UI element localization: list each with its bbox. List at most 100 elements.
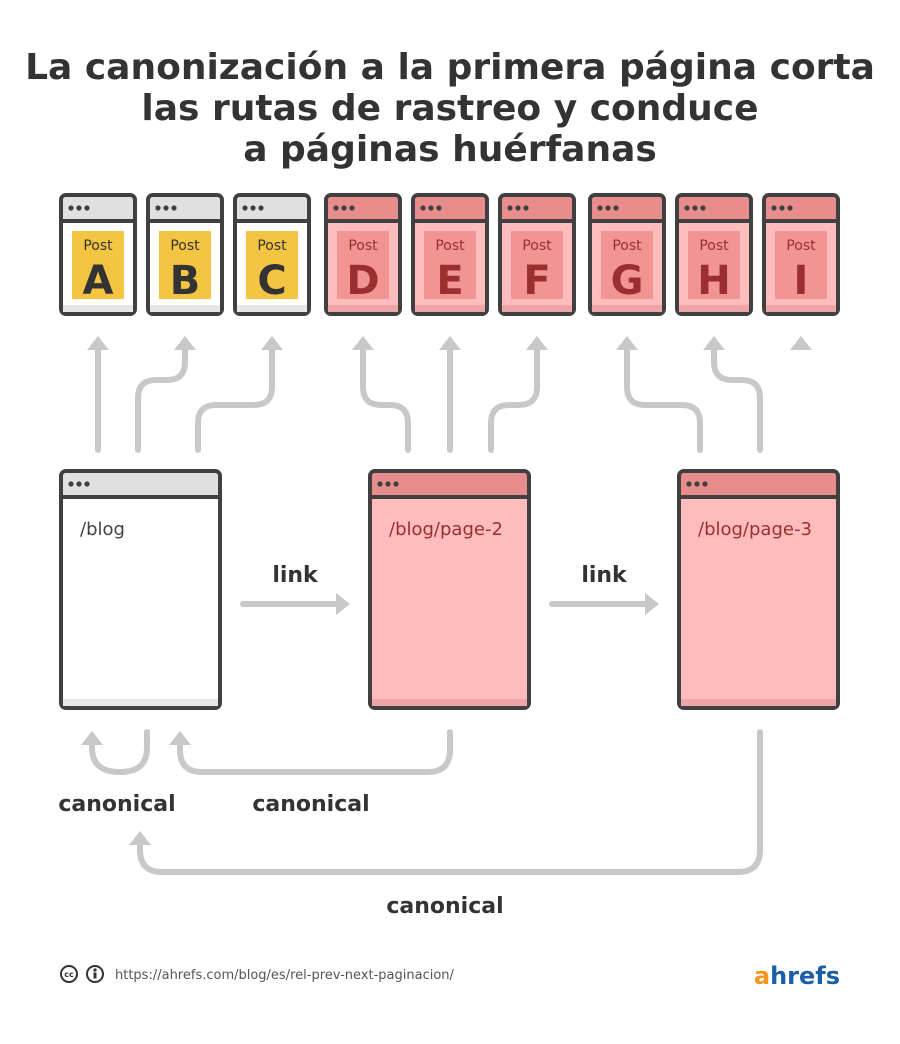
window-dot-icon	[155, 205, 161, 211]
post-label: Post	[83, 238, 113, 254]
link-label: link	[272, 563, 319, 588]
window-dot-icon	[84, 205, 90, 211]
arrowhead-icon	[261, 336, 283, 350]
post-letter: I	[794, 258, 809, 304]
post-letter: F	[523, 258, 550, 304]
link-label: link	[581, 563, 628, 588]
window-dot-icon	[436, 205, 442, 211]
crawl-arrow	[135, 347, 188, 453]
window-dot-icon	[597, 205, 603, 211]
svg-text:cc: cc	[64, 970, 74, 979]
window-dot-icon	[702, 481, 708, 487]
source-url[interactable]: https://ahrefs.com/blog/es/rel-prev-next…	[115, 968, 455, 983]
window-dot-icon	[694, 481, 700, 487]
crawl-arrow	[360, 347, 411, 453]
arrowhead-icon	[336, 593, 350, 615]
post-letter: D	[346, 258, 379, 304]
window-dot-icon	[250, 205, 256, 211]
window-dot-icon	[333, 205, 339, 211]
page-url: /blog/page-2	[389, 519, 503, 540]
window-dot-icon	[428, 205, 434, 211]
post-label: Post	[435, 238, 465, 254]
canonical-label: canonical	[58, 792, 175, 817]
window-dot-icon	[76, 481, 82, 487]
post-label: Post	[699, 238, 729, 254]
arrowhead-icon	[616, 336, 638, 350]
window-dot-icon	[686, 481, 692, 487]
window-dot-icon	[613, 205, 619, 211]
window-dot-icon	[420, 205, 426, 211]
window-dot-icon	[692, 205, 698, 211]
window-dot-icon	[507, 205, 513, 211]
title-line-1: La canonización a la primera página cort…	[25, 47, 875, 88]
page-window-3[interactable]: /blog/page-3	[677, 469, 840, 710]
canonical-label: canonical	[252, 792, 369, 817]
post-letter: C	[257, 258, 286, 304]
window-dot-icon	[258, 205, 264, 211]
post-label: Post	[522, 238, 552, 254]
post-label: Post	[348, 238, 378, 254]
arrowhead-icon	[352, 336, 374, 350]
arrowhead-icon	[81, 731, 103, 745]
cc-icon: cc	[60, 965, 78, 983]
window-dot-icon	[163, 205, 169, 211]
page-window-1[interactable]: /blog	[59, 469, 222, 710]
footer: cc https://ahrefs.com/blog/es/rel-prev-n…	[60, 962, 840, 990]
window-dot-icon	[385, 481, 391, 487]
post-letter: A	[83, 258, 114, 304]
arrowhead-icon	[439, 336, 461, 350]
window-dot-icon	[700, 205, 706, 211]
arrowhead-icon	[790, 336, 812, 350]
canonical-arrow	[177, 729, 453, 775]
canonical-arrow	[137, 729, 763, 875]
post-letter: E	[436, 258, 463, 304]
window-dot-icon	[377, 481, 383, 487]
post-letter: H	[697, 258, 730, 304]
window-dot-icon	[341, 205, 347, 211]
post-label: Post	[257, 238, 287, 254]
title-line-2: las rutas de rastreo y conduce	[141, 88, 758, 129]
window-dot-icon	[171, 205, 177, 211]
page-url: /blog/page-3	[698, 519, 812, 540]
window-dot-icon	[684, 205, 690, 211]
crawl-arrow	[624, 347, 703, 453]
post-letter: G	[611, 258, 644, 304]
attribution-icon	[86, 965, 104, 983]
post-label: Post	[170, 238, 200, 254]
ahrefs-logo: ahrefs	[754, 962, 840, 990]
window-dot-icon	[515, 205, 521, 211]
canonical-label: canonical	[386, 894, 503, 919]
arrowhead-icon	[526, 336, 548, 350]
page-url: /blog	[80, 519, 125, 540]
post-label: Post	[612, 238, 642, 254]
arrowhead-icon	[174, 336, 196, 350]
arrowhead-icon	[129, 831, 151, 845]
title-line-3: a páginas huérfanas	[243, 129, 657, 170]
arrowhead-icon	[703, 336, 725, 350]
page-window-2[interactable]: /blog/page-2	[368, 469, 531, 710]
window-dot-icon	[393, 481, 399, 487]
window-dot-icon	[771, 205, 777, 211]
window-dot-icon	[349, 205, 355, 211]
crawl-arrow	[195, 347, 275, 453]
crawl-arrow	[488, 347, 540, 453]
arrowhead-icon	[645, 593, 659, 615]
window-dot-icon	[779, 205, 785, 211]
arrowhead-icon	[87, 336, 109, 350]
window-dot-icon	[523, 205, 529, 211]
canonical-arrow	[89, 729, 150, 776]
window-dot-icon	[68, 481, 74, 487]
window-dot-icon	[787, 205, 793, 211]
window-dot-icon	[68, 205, 74, 211]
